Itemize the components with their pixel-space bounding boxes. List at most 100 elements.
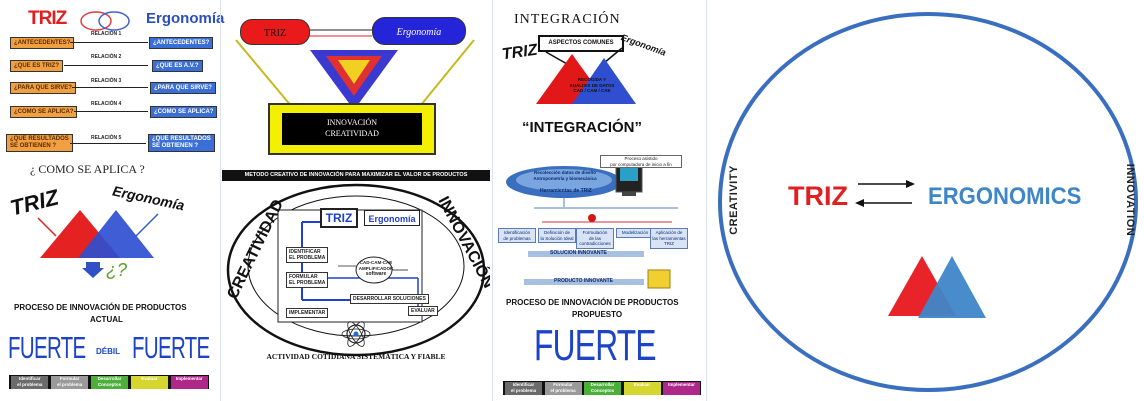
ergonomia-title: Ergonomía <box>146 10 225 27</box>
integration-title: INTEGRACIÓN <box>514 12 621 27</box>
creativity-label: CREATIVIDAD <box>325 129 379 138</box>
panel-integration: INTEGRACIÓN TRIZ ASPECTOS COMUNES Ergono… <box>494 0 704 401</box>
left-question-label: ¿QUE RESULTADOS SE OBTIENEN ? <box>6 134 73 152</box>
strip-step-line-2: el problema <box>550 388 576 393</box>
panel-triz-ergonomics-ellipse: CREATIVITY INNOVATION TRIZ ERGONOMICS <box>708 0 1144 401</box>
method-footer: ACTIVIDAD COTIDIANA SISTEMÁTICA Y FIABLE <box>266 352 446 361</box>
relation-label: RELACIÓN 1 <box>91 31 122 37</box>
evaluate-step-box: EVALUAR <box>408 306 438 316</box>
ellipse-line-2: Antropometría y biomecánica <box>533 175 597 181</box>
left-question-line-1: ¿QUE RESULTADOS <box>10 136 69 142</box>
relation-label: RELACIÓN 5 <box>91 135 122 141</box>
strip-step-line-1: Formular <box>59 376 80 381</box>
right-question-label: ¿COMO SE APLICA? <box>150 106 218 118</box>
relation-arrow <box>70 42 148 43</box>
amplifier-line-2: AMPLIFICADOR <box>358 265 394 271</box>
process-title-line-2: PROPUESTO <box>572 310 623 319</box>
solution-label: SOLUCION INNOVANTE <box>550 250 607 256</box>
triz-step-line-2: la Solución Ideal <box>540 235 574 241</box>
triz-step-line-2: de problemas <box>503 235 531 241</box>
right-question-label: ¿QUE ES A.V.? <box>152 60 203 72</box>
left-question-label: ¿COMO SE APLICA? <box>10 106 78 118</box>
left-question-label: ¿PARA QUE SIRVE? <box>10 82 76 94</box>
triz-step-line-2: de las contradicciones <box>579 235 611 247</box>
innovation-label: INNOVATION <box>1124 163 1136 237</box>
strip-step: Evaluar <box>130 376 169 389</box>
right-question-line-1: ¿QUE RESULTADOS <box>152 136 211 142</box>
relation-label: RELACIÓN 4 <box>91 101 122 107</box>
identify-line-1: IDENTIFICAR <box>289 249 321 255</box>
strip-step-line-2: Conceptos <box>97 382 122 387</box>
panel-triz-ergonomia-comparison: TRIZ Ergonomía ¿ANTECEDENTES? RELACIÓN 1… <box>0 0 224 401</box>
fuerte-right-label: FUERTE <box>132 330 210 365</box>
data-line-3: CAD / CAM / CAE <box>573 88 611 93</box>
process-title-line-2: ACTUAL <box>90 315 123 324</box>
strip-step-line-1: Implementar <box>668 382 695 387</box>
relation-label: RELACIÓN 3 <box>91 78 122 84</box>
formulate-step-box: FORMULAR EL PROBLEMA <box>286 272 329 288</box>
relation-arrow <box>72 87 148 88</box>
fuerte-left-label: FUERTE <box>8 330 86 365</box>
fuerte-label: FUERTE <box>534 321 657 370</box>
venn-icon <box>78 10 134 37</box>
strip-step: Evaluar <box>623 382 661 395</box>
strip-step-line-1: Identificar <box>18 376 41 381</box>
debil-label: DÉBIL <box>96 347 120 356</box>
separator <box>220 0 221 401</box>
triz-step-line-1: Identificación <box>503 230 531 235</box>
strip-step: Implementar <box>663 382 700 395</box>
inner-triz-box: TRIZ <box>320 208 358 228</box>
process-title-line-1: PROCESO DE INNOVACIÓN DE PRODUCTOS <box>506 298 679 307</box>
computer-process-label: Proceso asistido por computadora de inic… <box>600 155 682 168</box>
strip-step-line-1: Identificar <box>512 382 535 387</box>
integration-triangles <box>536 47 636 104</box>
down-arrow-icon <box>82 262 104 283</box>
separator <box>706 0 707 401</box>
innovation-box-inner: INNOVACIÓN CREATIVIDAD <box>282 113 422 145</box>
method-title: METODO CREATIVO DE INNOVACIÓN PARA MAXIM… <box>222 170 490 181</box>
strip-step-line-1: Desarrollar <box>97 376 122 381</box>
formulate-line-2: EL PROBLEMA <box>289 280 326 286</box>
product-label: PRODUCTO INNOVANTE <box>554 278 613 284</box>
integration-quote: “INTEGRACIÓN” <box>522 119 642 136</box>
formulate-line-1: FORMULAR <box>289 274 318 280</box>
triz-step-line-1: Formulación <box>582 230 608 235</box>
strip-step-line-2: Conceptos <box>590 388 615 393</box>
integration-process-graphic <box>506 163 678 289</box>
panel-creative-method: TRIZ Ergonomía INNOVACIÓN CREATIVIDAD ME… <box>222 0 490 401</box>
triz-step-line-1: Definición de <box>543 230 570 235</box>
left-question-label: ¿QUE ES TRIZ? <box>10 60 63 72</box>
triz-step-line-2: las herramientas TRIZ <box>652 235 686 247</box>
innovation-label: INNOVACIÓN <box>326 118 378 127</box>
identify-line-2: EL PROBLEMA <box>289 255 326 261</box>
inner-ergonomia-box: Ergonomía <box>364 210 420 226</box>
process-title-line-1: PROCESO DE INNOVACIÓN DE PRODUCTOS <box>14 303 187 312</box>
strip-step-line-2: el problema <box>510 388 537 393</box>
amplifier-label: CAD-CAM-CAE AMPLIFICADOR software <box>352 260 400 278</box>
strip-step-line-1: Evaluar <box>633 382 651 387</box>
ellipse-line-1: Recolección datos de diseño <box>533 170 596 175</box>
triangles-graphic <box>26 196 186 271</box>
triz-step-box: Modelización <box>616 228 654 238</box>
relation-label: RELACIÓN 2 <box>91 54 122 60</box>
data-analysis-label: RECOGIDA Y ANÁLISIS DE DATOS CAD / CAM /… <box>564 77 620 94</box>
data-line-2: ANÁLISIS DE DATOS <box>569 82 615 88</box>
data-line-1: RECOGIDA Y <box>577 77 607 82</box>
triz-tools-label: Herramientas de TRIZ <box>540 188 592 194</box>
inner-ergonomia-label: Ergonomía <box>368 214 416 224</box>
separator <box>492 0 493 401</box>
computer-line-2: por computadora de inicio a fin <box>610 161 672 167</box>
como-se-aplica-question: ¿ COMO SE APLICA ? <box>30 162 145 176</box>
triz-pill: TRIZ <box>240 19 310 45</box>
inner-triz-label: TRIZ <box>325 211 353 225</box>
ergonomics-big-label: ERGONOMICS <box>928 183 1082 210</box>
relation-arrow <box>64 65 148 66</box>
